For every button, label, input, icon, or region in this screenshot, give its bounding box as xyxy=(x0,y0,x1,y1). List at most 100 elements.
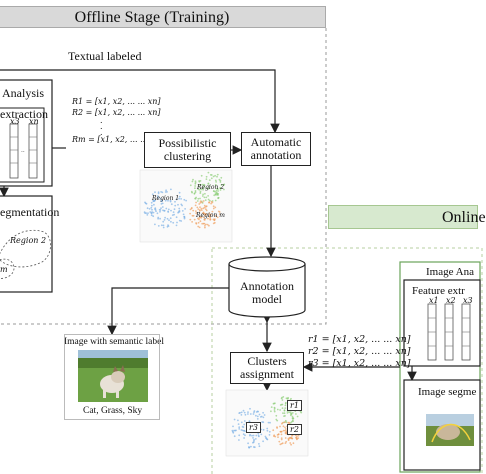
scatter-point-region-2 xyxy=(203,184,206,187)
scatter-point-r2 xyxy=(282,429,285,432)
scatter-point-r3 xyxy=(256,415,259,418)
scatter-point-region-2 xyxy=(207,171,210,174)
scatter-point-region-1 xyxy=(150,201,153,204)
scatter-point-region-m xyxy=(201,222,204,225)
scatter-point-region-1 xyxy=(154,208,156,210)
output-image-panel xyxy=(64,334,160,420)
scatter-point-r1 xyxy=(295,413,297,415)
scatter-point-r2 xyxy=(285,432,288,435)
scatter-point-r3 xyxy=(237,423,240,425)
scatter-point-r3 xyxy=(247,413,249,415)
scatter-point-region-2 xyxy=(208,179,211,182)
scatter-point-r3 xyxy=(247,411,249,413)
scatter-point-region-2 xyxy=(202,188,205,191)
scatter-point-r3 xyxy=(267,421,270,424)
scatter-point-region-m xyxy=(214,215,217,217)
scatter-point-region-1 xyxy=(143,211,146,214)
scatter-point-r3 xyxy=(261,421,264,423)
scatter-point-region-1 xyxy=(153,203,155,206)
scatter-point-region-m xyxy=(203,204,206,207)
scatter-point-region-1 xyxy=(144,201,146,204)
scatter-point-region-1 xyxy=(167,199,169,202)
scatter-point-region-2 xyxy=(215,181,218,183)
scatter-point-region-2 xyxy=(194,187,196,190)
scatter-point-region-2 xyxy=(214,179,217,182)
model-to-output-arrow xyxy=(107,287,229,336)
scatter-point-region-m xyxy=(191,214,194,217)
scatter-point-region-2 xyxy=(201,187,204,190)
online-segmentation-title: Image segme xyxy=(418,386,477,398)
scatter-point-region-2 xyxy=(196,200,199,202)
offline-scatter-region-2: Region 2 xyxy=(197,184,225,191)
scatter-point-r3 xyxy=(237,419,239,422)
scatter-point-r2 xyxy=(273,434,276,437)
scatter-point-region-m xyxy=(208,201,211,204)
scatter-point-region-1 xyxy=(160,203,163,205)
scatter-point-region-2 xyxy=(192,178,194,181)
scatter-point-r1 xyxy=(299,410,302,413)
scatter-point-region-2 xyxy=(217,190,220,192)
scatter-point-region-2 xyxy=(203,196,206,199)
scatter-point-region-m xyxy=(198,216,201,219)
annotation-model-label: Annotation model xyxy=(240,279,294,306)
offline-scatter-region-1: Region 1 xyxy=(152,195,180,202)
scatter-point-region-2 xyxy=(194,180,197,183)
scatter-point-r3 xyxy=(257,432,260,435)
scatter-point-region-1 xyxy=(153,199,156,202)
scatter-point-region-m xyxy=(209,218,212,221)
scatter-point-region-m xyxy=(198,218,200,221)
scatter-point-region-1 xyxy=(170,209,172,212)
scatter-point-region-m xyxy=(196,206,199,209)
scatter-point-region-m xyxy=(197,221,200,224)
scatter-point-r2 xyxy=(276,427,278,429)
scatter-point-region-m xyxy=(204,225,206,227)
scatter-point-r3 xyxy=(243,423,246,426)
scatter-point-region-1 xyxy=(152,211,155,214)
scatter-point-region-1 xyxy=(150,206,153,209)
scatter-point-region-1 xyxy=(157,225,160,227)
scatter-point-region-2 xyxy=(202,193,205,196)
scatter-point-region-m xyxy=(202,212,205,215)
scatter-point-region-m xyxy=(209,213,212,216)
scatter-point-region-2 xyxy=(190,190,193,193)
scatter-point-region-m xyxy=(214,206,217,209)
scatter-point-r3 xyxy=(249,407,251,410)
scatter-point-region-m xyxy=(197,225,200,228)
scatter-point-region-1 xyxy=(161,191,164,194)
scatter-point-r1 xyxy=(273,402,276,405)
online-col-label-3: x3 xyxy=(463,296,473,305)
scatter-point-region-1 xyxy=(163,219,166,221)
equation-r2: R2 = [x1, x2, ... ... xn] xyxy=(72,108,161,117)
scatter-point-r3 xyxy=(268,434,271,436)
scatter-point-region-m xyxy=(211,201,214,204)
scatter-point-r3 xyxy=(256,418,259,420)
scatter-point-r3 xyxy=(235,429,237,432)
scatter-point-region-1 xyxy=(178,197,181,200)
scatter-point-r3 xyxy=(255,411,258,413)
scatter-point-r3 xyxy=(244,434,246,437)
scatter-point-region-m xyxy=(212,207,215,210)
scatter-point-r3 xyxy=(269,421,271,424)
scatter-point-r1 xyxy=(273,410,276,413)
scatter-point-region-2 xyxy=(216,173,219,176)
scatter-point-region-1 xyxy=(164,216,167,219)
scatter-point-region-m xyxy=(190,207,193,210)
scatter-point-region-2 xyxy=(200,188,203,191)
clusters-assignment-box: Clusters assignment xyxy=(230,352,304,384)
scatter-point-r1 xyxy=(286,397,289,400)
offline-col-label-1: x3 xyxy=(10,117,20,126)
scatter-point-r3 xyxy=(262,416,265,419)
scatter-point-region-m xyxy=(203,222,206,225)
automatic-annotation-box: Automatic annotation xyxy=(241,132,311,166)
scatter-point-r2 xyxy=(281,422,283,425)
online-col-label-2: x2 xyxy=(446,296,456,305)
scatter-point-region-1 xyxy=(150,214,153,217)
scatter-point-region-m xyxy=(192,209,195,212)
scatter-point-region-1 xyxy=(152,215,155,218)
scatter-point-region-1 xyxy=(178,207,181,210)
scatter-point-region-1 xyxy=(159,197,162,200)
scatter-point-r2 xyxy=(283,421,286,424)
scatter-point-r1 xyxy=(273,407,276,410)
scatter-point-r3 xyxy=(266,438,269,441)
scatter-point-region-2 xyxy=(194,190,197,192)
